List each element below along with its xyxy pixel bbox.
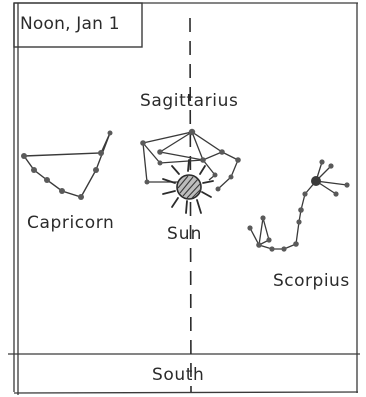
meridian-line [190,18,191,392]
scorpius-label: Scorpius [273,273,350,290]
scorpius-stars [247,159,349,251]
capricorn-star [31,167,37,173]
scorpius-constellation [250,162,347,249]
sun-label: Sun [167,226,202,243]
direction-label-south: South [152,367,204,384]
sagittarius-label: Sagittarius [140,93,238,110]
time-label: Noon, Jan 1 [20,16,120,33]
capricorn-star [78,194,84,200]
capricorn-constellation [21,131,113,201]
capricorn-star [44,177,50,183]
capricorn-lines [24,133,110,197]
sagittarius-lines [143,132,222,163]
capricorn-star [93,167,99,173]
diagram-border [8,3,360,395]
capricorn-star [21,153,27,159]
capricorn-label: Capricorn [27,215,114,232]
capricorn-star [98,150,104,156]
capricorn-star [108,131,113,136]
sun-icon [163,160,213,213]
scorpius-lines [250,162,347,249]
capricorn-star [59,188,65,194]
